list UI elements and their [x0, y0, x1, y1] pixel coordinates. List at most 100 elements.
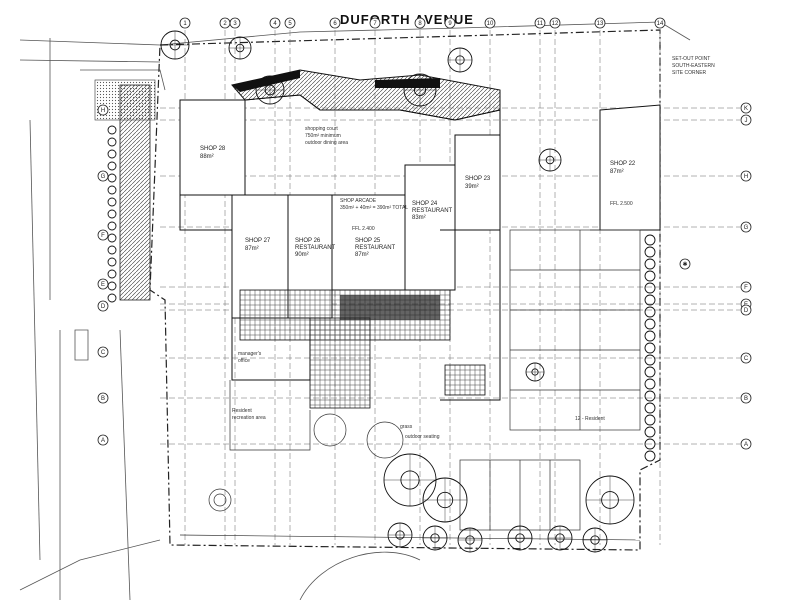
grid-marker-top-3: 3: [229, 17, 241, 29]
svg-text:B: B: [744, 396, 748, 402]
context-lines: [19, 21, 691, 600]
grid-marker-top-6: 6: [329, 17, 341, 29]
svg-text:E: E: [101, 282, 105, 288]
svg-text:J: J: [745, 118, 748, 124]
hedge-shrub: [644, 426, 656, 438]
svg-text:6: 6: [333, 21, 337, 27]
hedge-shrub: [107, 197, 117, 207]
hedge-shrub: [644, 330, 656, 342]
tree-6: [538, 148, 562, 172]
grid-marker-top-8: 8: [414, 17, 426, 29]
grid-marker-right-B: B: [740, 392, 752, 404]
hedge-shrub: [107, 293, 117, 303]
grid-marker-left-F: F: [97, 229, 109, 241]
grid-marker-top-11: 11: [534, 17, 546, 29]
svg-text:outdoor dining area: outdoor dining area: [305, 140, 348, 146]
grid-marker-left-G: G: [97, 170, 109, 182]
svg-text:F: F: [744, 285, 748, 291]
svg-text:3: 3: [233, 21, 237, 27]
svg-text:12 - Resident: 12 - Resident: [575, 416, 605, 422]
svg-text:F: F: [101, 233, 105, 239]
hedge-shrub: [107, 209, 117, 219]
shops-building: [179, 94, 661, 401]
shop-26-area: 90m²: [295, 252, 309, 258]
tree-16: [582, 527, 608, 553]
tree-9: [422, 477, 468, 523]
svg-text:1: 1: [183, 21, 187, 27]
svg-text:7: 7: [373, 21, 377, 27]
hedge-shrub: [644, 246, 656, 258]
grid-marker-top-10: 10: [484, 17, 496, 29]
svg-text:G: G: [101, 174, 106, 180]
grid-marker-left-A: A: [97, 434, 109, 446]
hedge-shrub: [107, 221, 117, 231]
hedge-shrub: [644, 342, 656, 354]
svg-text:9: 9: [448, 21, 452, 27]
svg-text:recreation area: recreation area: [232, 415, 266, 421]
svg-text:✱: ✱: [682, 261, 687, 268]
hedge-shrub: [644, 318, 656, 330]
shop-24-area: 83m²: [412, 215, 426, 221]
hedge-shrub: [644, 450, 656, 462]
tree-4: [403, 73, 437, 107]
hedge-shrub: [107, 233, 117, 243]
tree-3: [255, 75, 285, 105]
shop-25-area: 87m²: [355, 252, 369, 258]
shop-26-name: SHOP 26: [295, 238, 321, 244]
shop-28-area: 88m²: [200, 154, 214, 160]
grid-marker-right-A: A: [740, 438, 752, 450]
grid-marker-top-1: 1: [179, 17, 191, 29]
grid-marker-right-D: D: [740, 304, 752, 316]
hedge-shrub: [644, 414, 656, 426]
grid-marker-top-7: 7: [369, 17, 381, 29]
svg-text:12: 12: [552, 21, 559, 27]
tree-14: [507, 525, 533, 551]
corner-note: SET-OUT POINT SOUTH-EASTERN SITE CORNER: [672, 56, 715, 76]
tree-7: [525, 362, 545, 382]
area-notes: shopping court 750m² minimum outdoor din…: [232, 126, 633, 440]
svg-text:G: G: [744, 225, 749, 231]
hedge-shrub: [107, 269, 117, 279]
shop-27-area: 87m²: [245, 246, 259, 252]
tree-10: [585, 475, 635, 525]
hedge-shrub: [644, 270, 656, 282]
hedge-shrub: [107, 137, 117, 147]
landscape-strip: [119, 84, 151, 301]
svg-text:13: 13: [597, 21, 604, 27]
hedge-shrub: [644, 438, 656, 450]
hedge-shrub: [107, 173, 117, 183]
shop-25-sub: RESTAURANT: [355, 245, 396, 251]
hedge-shrub: [107, 257, 117, 267]
hedge-shrub: [107, 281, 117, 291]
svg-text:4: 4: [273, 21, 277, 27]
hedge-shrub: [644, 378, 656, 390]
hedge-shrub: [644, 402, 656, 414]
recreation-area: [179, 380, 641, 541]
hedge-shrub: [107, 125, 117, 135]
hedge-shrub: [644, 306, 656, 318]
svg-text:Resident: Resident: [232, 408, 252, 414]
svg-text:D: D: [101, 304, 106, 310]
tree-11: [387, 522, 413, 548]
shop-25-name: SHOP 25: [355, 238, 381, 244]
tree-5: [447, 47, 473, 73]
tree-13: [457, 527, 483, 553]
grid-marker-top-14: 14: [654, 17, 666, 29]
hedge-shrub: [644, 282, 656, 294]
svg-text:SHOP ARCADE: SHOP ARCADE: [340, 198, 377, 204]
grid-marker-top-13: 13: [594, 17, 606, 29]
svg-text:FFL 2.400: FFL 2.400: [352, 226, 375, 232]
hedge-shrub: [107, 149, 117, 159]
svg-text:A: A: [101, 438, 105, 444]
tree-12: [422, 525, 448, 551]
shop-27-name: SHOP 27: [245, 238, 271, 244]
shop-24-sub: RESTAURANT: [412, 208, 453, 214]
svg-text:H: H: [101, 108, 105, 114]
grid-marker-right-G: G: [740, 221, 752, 233]
parking-area: [459, 229, 641, 531]
svg-text:H: H: [744, 174, 748, 180]
svg-text:grass: grass: [400, 424, 413, 430]
shop-23-name: SHOP 23: [465, 176, 491, 182]
hedge-shrub: [644, 294, 656, 306]
